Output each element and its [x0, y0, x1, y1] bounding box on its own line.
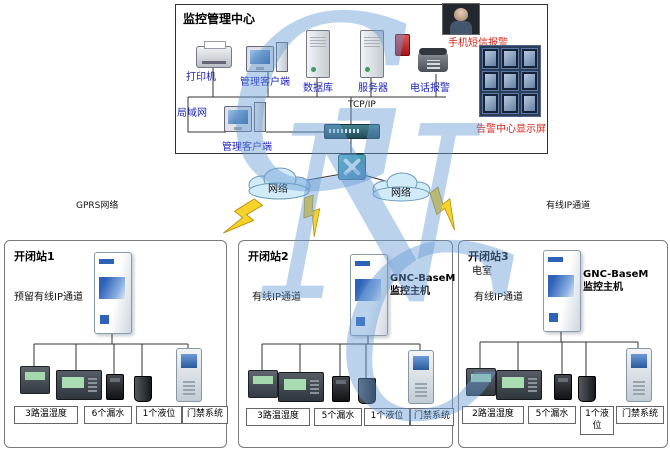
- station-3-box: [458, 240, 668, 448]
- station-1-box: [4, 240, 227, 448]
- cloud-left-label: 网络: [268, 184, 288, 195]
- lan-label: 局域网: [177, 108, 207, 119]
- station-3-temp-controller-a-icon: [466, 368, 496, 396]
- display-wall-label: 告警中心显示屏: [476, 124, 546, 135]
- station-2-box: [238, 240, 453, 448]
- station-3-channel-label: 有线IP通道: [474, 292, 523, 303]
- monitor-icon: [246, 46, 274, 72]
- sms-alarm-label: 手机短信报警: [448, 38, 508, 49]
- monitor-icon: [224, 106, 252, 132]
- station-3-host-label: GNC-BaseM 监控主机: [583, 268, 648, 294]
- station-3-monitoring-host-icon: [543, 250, 581, 332]
- station-2-channel-label: 有线IP通道: [252, 292, 301, 303]
- station-2-monitoring-host-icon: [350, 254, 388, 336]
- host-label-line2: 监控主机: [390, 286, 430, 297]
- host-label-line1: GNC-BaseM: [583, 269, 649, 280]
- host-led: [549, 313, 558, 322]
- station-1-temp-controller-a-icon: [20, 366, 50, 394]
- display-screen: [501, 70, 519, 92]
- station-3-leak-detector-icon: [554, 374, 572, 400]
- client-pc-1-icon: [246, 42, 288, 72]
- router-icon: [338, 154, 366, 180]
- app-server-icon: [360, 30, 384, 78]
- station-1-leak-label: 6个漏水: [84, 406, 132, 424]
- display-screen: [501, 93, 519, 114]
- phone-alarm-label: 电话报警: [410, 83, 450, 94]
- station-1-lines: [33, 332, 189, 376]
- server-label: 服务器: [358, 83, 388, 94]
- tcpip-label: TCP/IP: [348, 100, 376, 110]
- host-led: [356, 317, 365, 326]
- printer-label: 打印机: [186, 72, 216, 83]
- station-3-temp-label: 2路温湿度: [462, 406, 524, 424]
- database-label: 数据库: [303, 83, 333, 94]
- station-3-level-sensor-icon: [578, 376, 596, 402]
- station-3-temp-controller-b-icon: [496, 370, 542, 400]
- station-3-lines: [479, 330, 639, 376]
- client-pc-2-icon: [224, 102, 266, 132]
- display-screen: [520, 70, 538, 92]
- station-1-title: 开闭站1: [14, 250, 55, 263]
- station-2-temp-controller-a-icon: [248, 370, 278, 398]
- center-title: 监控管理中心: [183, 12, 256, 26]
- display-screen: [482, 48, 500, 69]
- station-2-access-label: 门禁系统: [410, 408, 454, 426]
- station-3-title: 开闭站3: [468, 250, 509, 263]
- station-2-level-sensor-icon: [358, 378, 376, 404]
- display-screen: [520, 93, 538, 114]
- red-alarm-phone-icon: [395, 34, 410, 56]
- database-server-icon: [306, 30, 330, 78]
- station-2-temp-controller-b-icon: [278, 372, 324, 402]
- display-screen: [501, 48, 519, 69]
- telephone-icon: [418, 48, 448, 72]
- station-3-leak-label: 5个漏水: [528, 406, 576, 424]
- station-1-level-sensor-icon: [134, 376, 152, 402]
- station-2-leak-detector-icon: [332, 376, 350, 402]
- switch-icon: [324, 124, 380, 139]
- station-2-host-label: GNC-BaseM 监控主机: [390, 272, 455, 298]
- station-2-level-label: 1个液位: [364, 408, 410, 426]
- station-1-access-reader-icon: [176, 348, 202, 402]
- cloud-right-label: 网络: [391, 188, 411, 199]
- station-1-channel-label: 预留有线IP通道: [14, 292, 83, 303]
- gprs-network-label: GPRS网络: [76, 201, 119, 211]
- station-1-monitoring-host-icon: [94, 252, 132, 334]
- station-2-leak-label: 5个漏水: [314, 408, 362, 426]
- client1-label: 管理客户端: [240, 77, 290, 88]
- station-3-access-reader-icon: [626, 348, 652, 402]
- printer-icon: [196, 41, 232, 68]
- host-label-line2: 监控主机: [583, 282, 623, 293]
- network-cloud-left-shape: [248, 167, 311, 200]
- network-cloud-right-shape: [372, 172, 431, 202]
- station-1-temp-controller-b-icon: [56, 370, 102, 400]
- station-3-level-label: 1个液位: [580, 406, 614, 436]
- display-screen: [520, 48, 538, 69]
- station-1-leak-detector-icon: [106, 374, 124, 400]
- station-2-title: 开闭站2: [248, 250, 289, 263]
- alarm-display-wall: [479, 45, 541, 117]
- wired-ip-channel-label: 有线IP通道: [546, 201, 591, 211]
- station-2-access-reader-icon: [408, 350, 434, 404]
- station-1-access-label: 门禁系统: [182, 406, 228, 424]
- host-led: [100, 315, 109, 324]
- display-screen: [482, 93, 500, 114]
- client2-label: 管理客户端: [222, 142, 272, 153]
- display-screen: [482, 70, 500, 92]
- center-lan-lines: [187, 66, 446, 186]
- station-2-lines: [261, 334, 421, 378]
- person-photo: [442, 3, 480, 35]
- station-2-temp-label: 3路温湿度: [246, 408, 310, 426]
- station-1-level-label: 1个液位: [136, 406, 182, 424]
- tower-icon: [276, 42, 288, 72]
- tower-icon: [254, 102, 266, 132]
- station-3-access-label: 门禁系统: [616, 406, 664, 424]
- station-1-temp-label: 3路温湿度: [14, 406, 78, 424]
- station-3-subtitle: 电室: [472, 266, 492, 277]
- host-label-line1: GNC-BaseM: [390, 273, 456, 284]
